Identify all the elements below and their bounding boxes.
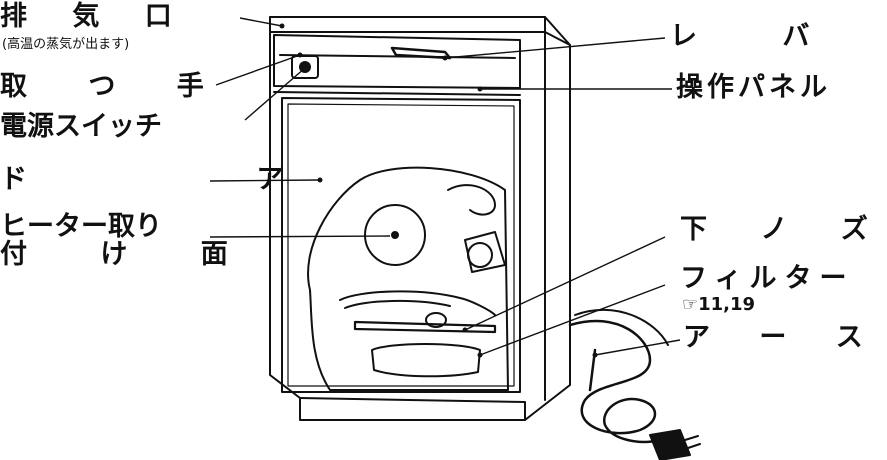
label-handle: 取 つ 手 — [0, 72, 230, 102]
leader-lever — [445, 38, 665, 58]
leader-ground-wire — [595, 340, 680, 355]
label-power-switch: 電源スイッチ — [0, 112, 162, 142]
heater-disc-inner — [392, 232, 398, 238]
label-filter-ref: ☞11,19 — [682, 296, 755, 314]
lower-nozzle-arm — [355, 322, 495, 332]
label-exhaust: 排 気 口 — [0, 2, 190, 32]
door-inner-outline — [288, 104, 514, 386]
label-filter: フィルター — [680, 264, 854, 294]
filter-area — [372, 344, 480, 376]
lever-shape — [392, 48, 450, 58]
cabinet-side-edge — [545, 32, 570, 45]
label-control-panel: 操作パネル — [676, 73, 831, 103]
label-lower-nozzle: 下 ノ ズ ル — [680, 215, 887, 245]
control-panel-outline — [274, 35, 520, 88]
ground-wire-cord — [570, 321, 660, 442]
label-heater-line1: ヒーター取り — [0, 212, 162, 242]
window-outline — [308, 168, 508, 390]
panel-bottom-line — [274, 92, 520, 95]
label-ground-wire: ア ー ス 線 — [683, 323, 887, 353]
label-exhaust-note: (高温の蒸気が出ます) — [2, 38, 129, 52]
label-lever: レ バ ー — [670, 22, 887, 52]
label-heater-line2: 付 け 面 — [0, 240, 260, 270]
leader-exhaust — [240, 18, 282, 26]
cabinet-base — [300, 398, 525, 420]
leader-heater — [210, 236, 390, 237]
door-outline — [282, 98, 520, 392]
power-plug — [650, 430, 690, 460]
label-door: ド ア — [0, 165, 393, 195]
cabinet-top-edge — [270, 17, 545, 32]
